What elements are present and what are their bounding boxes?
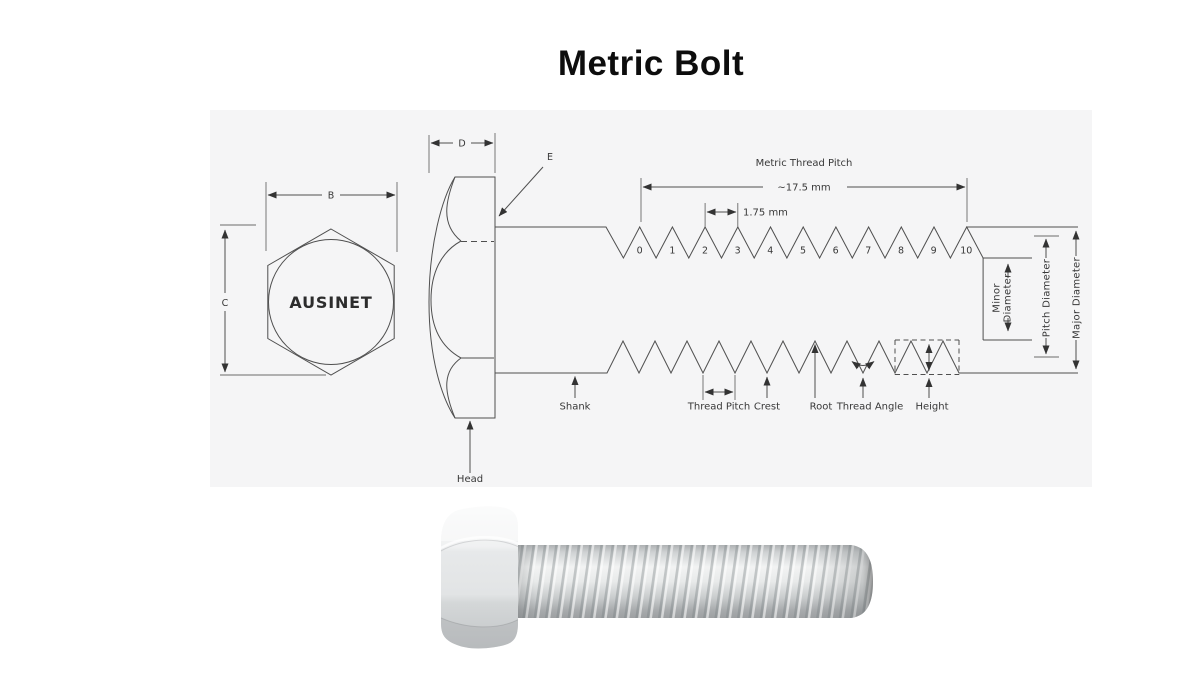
- thread-number: 4: [767, 246, 773, 257]
- thread-numbers: 0 1 2 3 4 5 6 7 8 9 10: [637, 246, 973, 257]
- head-facet-edge-bottom: [441, 616, 518, 628]
- head-top-facet: [441, 506, 518, 541]
- overall-length-label: ~17.5 mm: [777, 183, 830, 194]
- head-facet-edge-top-shadow: [441, 539, 518, 553]
- thread-number: 5: [800, 246, 806, 257]
- thread-number: 2: [702, 246, 708, 257]
- thread-number: 8: [898, 246, 904, 257]
- thread-number: 0: [637, 246, 643, 257]
- dim-c-label: C: [222, 298, 229, 309]
- top-dimensions: Metric Thread Pitch ~17.5 mm 1.75 mm: [640, 158, 968, 227]
- thread-number: 9: [931, 246, 937, 257]
- thread-profiles: 0 1 2 3 4 5 6 7 8 9 10: [495, 225, 1078, 375]
- bolt-diagram: B C AUSINET D E Head 0 1 2 3 4 5 6 7 8 9 10: [220, 133, 1083, 485]
- dim-e-label: E: [547, 152, 553, 163]
- diagram-panel: B C AUSINET D E Head 0 1 2 3 4 5 6 7 8 9 10: [210, 110, 1092, 487]
- bolt-photo: [441, 506, 873, 649]
- front-view: B C AUSINET: [220, 182, 398, 376]
- bottom-callouts: Shank Thread Pitch Crest Root Thread Ang…: [560, 339, 960, 413]
- thread-pitch-heading: Metric Thread Pitch: [756, 158, 853, 169]
- thread-pitch-label: Thread Pitch: [687, 402, 751, 413]
- crest-label: Crest: [754, 402, 780, 413]
- thread-angle-label: Thread Angle: [836, 402, 904, 413]
- head-callout-label: Head: [457, 474, 483, 485]
- photo-shank: [515, 545, 873, 618]
- bottom-thread-profile: [495, 339, 1078, 375]
- shank-label: Shank: [560, 402, 591, 413]
- root-label: Root: [810, 402, 833, 413]
- side-view: D E Head: [428, 133, 553, 485]
- head-face-bottom-arc: [446, 357, 462, 419]
- head-face-top-arc: [446, 176, 462, 242]
- single-pitch-label: 1.75 mm: [743, 208, 788, 219]
- dim-e-arrow: [498, 166, 544, 217]
- thread-number: 1: [669, 246, 675, 257]
- thread-number: 6: [833, 246, 839, 257]
- head-face-middle-arc: [430, 240, 462, 359]
- pitch-diameter-label: Pitch Diameter: [1042, 258, 1053, 337]
- major-diameter-label: Major Diameter: [1072, 256, 1083, 338]
- thread-number: 3: [735, 246, 741, 257]
- head-outline: [428, 176, 496, 419]
- dim-d-label: D: [458, 139, 465, 150]
- tip-shading: [813, 545, 873, 618]
- neck-shadow: [515, 545, 535, 618]
- head-facet-edge-top: [441, 535, 518, 551]
- height-label: Height: [915, 402, 948, 413]
- thread-angle-arc: [851, 361, 875, 370]
- hex-outline: [267, 228, 395, 376]
- thread-number: 7: [865, 246, 871, 257]
- diameter-dimensions: MinorDiameter Pitch Diameter Major Diame…: [992, 230, 1083, 370]
- dim-b-label: B: [328, 191, 335, 202]
- brand-mark: AUSINET: [289, 293, 372, 312]
- photo-head: [441, 506, 518, 649]
- minor-diameter-label: MinorDiameter: [992, 273, 1014, 323]
- top-thread-profile: [495, 225, 1032, 260]
- thread-number: 10: [960, 246, 972, 257]
- height-dashed-box: [894, 339, 960, 375]
- inscribed-circle: [268, 239, 394, 365]
- head-silhouette: [441, 506, 518, 649]
- page-title: Metric Bolt: [557, 44, 745, 83]
